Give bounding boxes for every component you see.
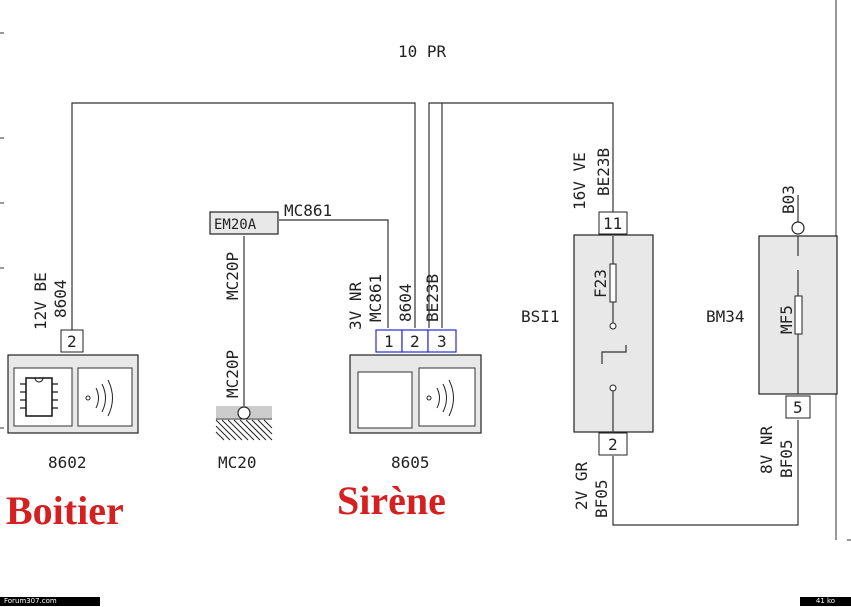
mc20-label: MC20 xyxy=(218,453,257,472)
sirene-wire-color: 3V NR xyxy=(346,281,365,330)
boitier-8602: 2 8602 12V BE 8604 xyxy=(7,272,139,472)
bm34-wire-color: 8V NR xyxy=(757,425,776,474)
sirene-caption: Sirène xyxy=(337,478,446,523)
em20a-wire-down-1: MC20P xyxy=(223,252,242,300)
boitier-label: 8602 xyxy=(48,453,87,472)
bm34-label: BM34 xyxy=(706,307,745,326)
bm34-pin: 5 xyxy=(793,398,803,417)
bsi-bottom-wire-color: 2V GR xyxy=(572,461,591,510)
bm34-top-label: B03 xyxy=(779,185,798,214)
bsi-top-wire-id: BE23B xyxy=(594,148,613,196)
em20a-label: EM20A xyxy=(214,217,257,233)
sirene-pin-block: 1 2 3 xyxy=(375,329,457,353)
bsi-bottom-wire-id: BF05 xyxy=(592,479,611,518)
bsi1-unit: 11 2 F23 BSI1 16V VE BE23B 2V GR BF05 xyxy=(521,148,654,518)
em20a-connector: EM20A MC861 MC20P MC20P xyxy=(209,201,332,398)
boitier-pin: 2 xyxy=(67,332,77,351)
bsi-fuse-label: F23 xyxy=(591,269,610,298)
sirene-wire-be23b: BE23B xyxy=(423,274,442,322)
sirene-pin-1: 1 xyxy=(384,332,394,351)
em20a-wire-down-2: MC20P xyxy=(223,350,242,398)
bm34-unit: 5 MF5 BM34 B03 8V NR BF05 xyxy=(706,185,838,478)
bsi-pin-top: 11 xyxy=(603,214,622,233)
sirene-wire-8604: 8604 xyxy=(396,283,415,322)
diagram-title: 10 PR xyxy=(398,42,447,61)
sirene-wire-mc861: MC861 xyxy=(366,274,385,322)
bsi-top-wire-color: 16V VE xyxy=(570,152,589,210)
footer-right: 41 ko xyxy=(800,597,851,606)
em20a-wire-out: MC861 xyxy=(284,201,332,220)
wires xyxy=(71,102,799,526)
sirene-pin-3: 3 xyxy=(437,332,447,351)
boitier-caption: Boitier xyxy=(6,488,124,533)
footer-left: Forum307.com xyxy=(0,597,100,606)
sirene-8605: 1 2 3 3V NR MC861 8604 BE23B 8605 xyxy=(346,274,482,472)
sirene-label: 8605 xyxy=(391,453,430,472)
bsi-pin-bottom: 2 xyxy=(608,435,618,454)
mc20-ground: MC20 xyxy=(215,406,273,472)
bsi-label: BSI1 xyxy=(521,307,560,326)
bm34-wire-id: BF05 xyxy=(777,439,796,478)
sirene-pin-2: 2 xyxy=(410,332,420,351)
boitier-wire-color: 12V BE xyxy=(31,272,50,330)
boitier-wire-id: 8604 xyxy=(51,279,70,318)
bm34-component: MF5 xyxy=(777,305,796,334)
